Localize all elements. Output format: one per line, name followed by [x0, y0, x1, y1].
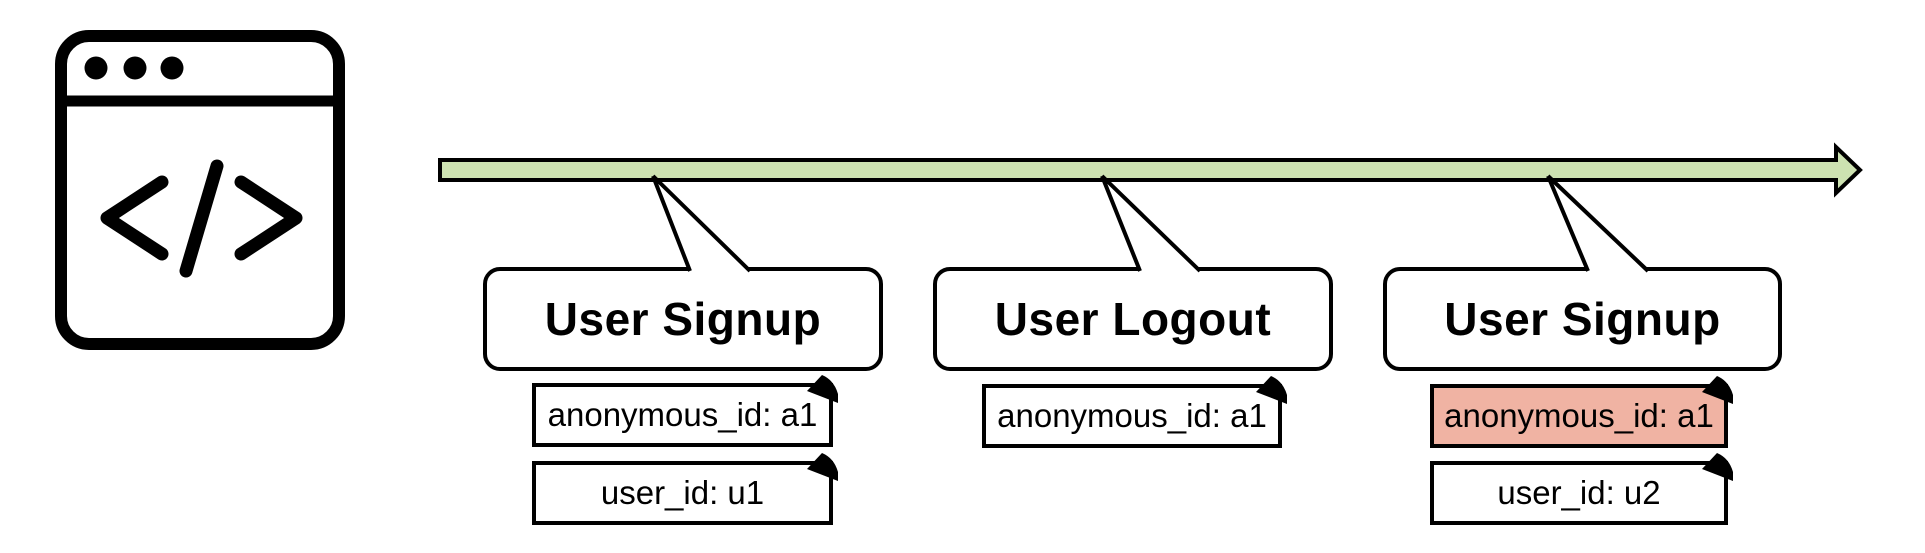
- callout-tail: [651, 174, 752, 273]
- browser-code-icon: [55, 30, 345, 350]
- folded-corner-icon: [1256, 376, 1287, 404]
- event-title: User Signup: [1444, 293, 1721, 345]
- callout-tail: [1100, 174, 1202, 273]
- browser-dot-icon: [84, 56, 108, 80]
- property-tag: user_id: u1: [532, 453, 838, 525]
- folded-corner-icon: [1702, 453, 1733, 481]
- timeline-arrow: [438, 142, 1863, 198]
- callout-tail: [1546, 174, 1650, 273]
- folded-corner-icon: [1702, 376, 1733, 404]
- property-tag-label: anonymous_id: a1: [1444, 397, 1714, 434]
- property-tag-label: user_id: u1: [600, 474, 765, 511]
- event-title: User Signup: [544, 293, 822, 345]
- event-title: User Logout: [994, 293, 1272, 345]
- event-callout: User Signup: [1383, 267, 1782, 371]
- property-tag-label: anonymous_id: a1: [547, 396, 818, 433]
- property-tag: anonymous_id: a1: [532, 375, 838, 447]
- browser-window-frame: [55, 30, 345, 350]
- event-callout: User Logout: [933, 267, 1333, 371]
- property-tag: user_id: u2: [1430, 453, 1733, 525]
- property-tag: anonymous_id: a1: [982, 376, 1287, 448]
- browser-dot-icon: [160, 56, 184, 80]
- code-glyph-icon: [100, 159, 303, 278]
- browser-dot-icon: [123, 56, 147, 80]
- event-callout: User Signup: [483, 267, 883, 371]
- folded-corner-icon: [807, 375, 838, 403]
- property-tag-label: user_id: u2: [1497, 474, 1661, 511]
- folded-corner-icon: [807, 453, 838, 481]
- property-tag-highlighted: anonymous_id: a1: [1430, 376, 1733, 448]
- property-tag-label: anonymous_id: a1: [997, 397, 1267, 434]
